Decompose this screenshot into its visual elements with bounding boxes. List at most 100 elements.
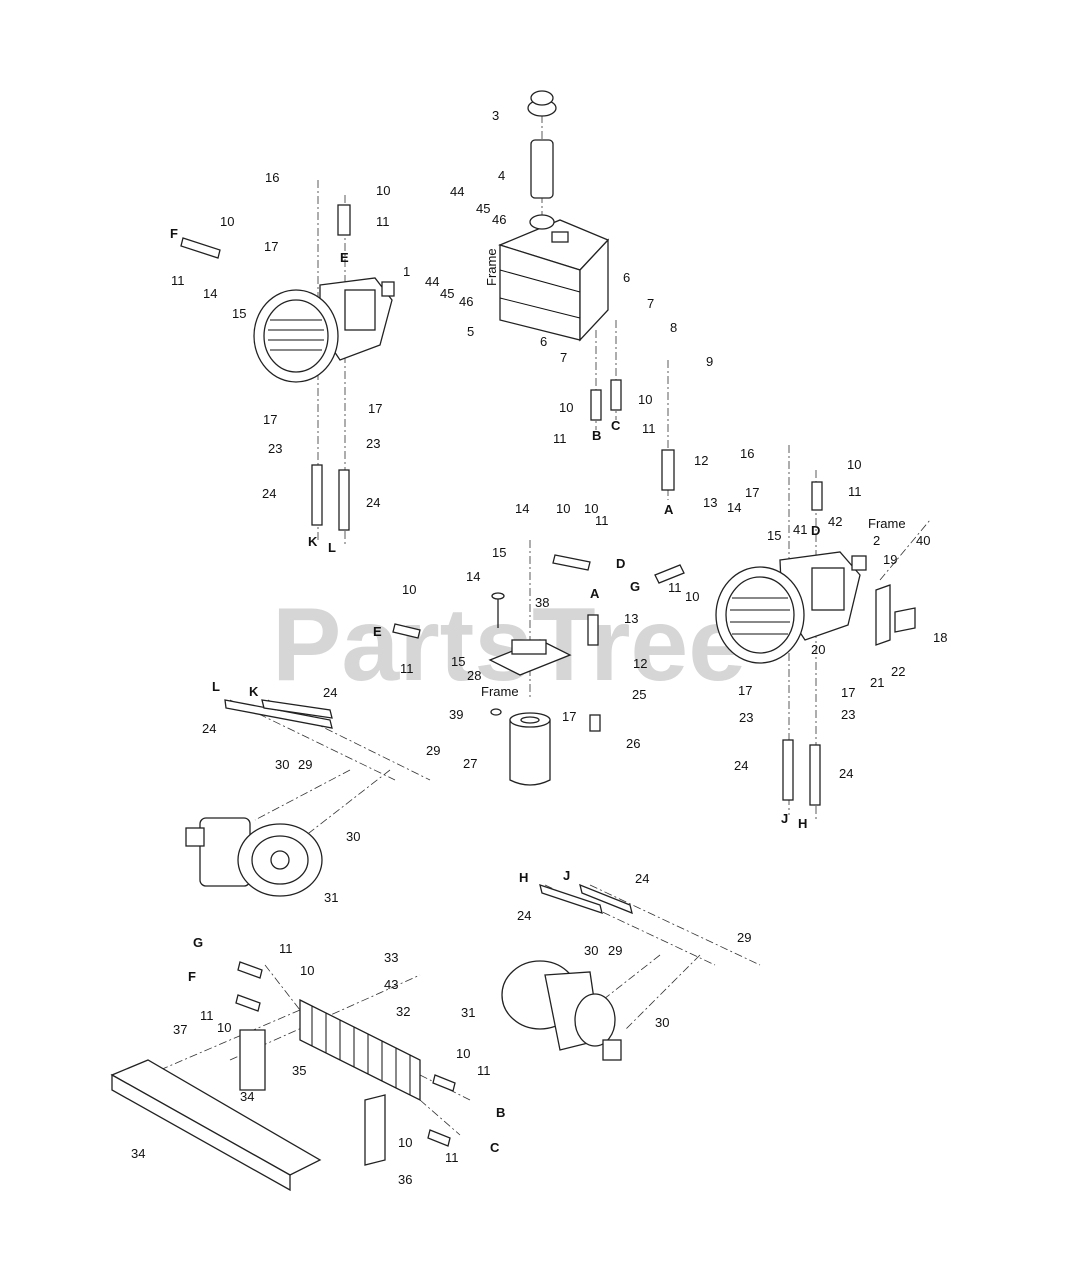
part-number-label: 42 <box>828 514 842 529</box>
part-number-label: 29 <box>426 743 440 758</box>
part-number-label: 37 <box>173 1022 187 1037</box>
cooler-bracket-35 <box>239 1029 266 1091</box>
cooler-bracket-36 <box>364 1094 386 1166</box>
connection-letter: F <box>188 969 196 984</box>
part-number-label: 30 <box>584 943 598 958</box>
part-number-label: 11 <box>400 661 414 676</box>
connection-letter: K <box>249 684 259 699</box>
part-number-label: 31 <box>461 1005 475 1020</box>
part-number-label: 11 <box>477 1063 491 1078</box>
part-number-label: 2 <box>873 533 880 548</box>
part-number-label: 9 <box>706 354 713 369</box>
part-number-label: 24 <box>839 766 853 781</box>
part-number-label: 11 <box>595 513 609 528</box>
part-number-label: 11 <box>376 214 390 229</box>
part-number-label: 32 <box>396 1004 410 1019</box>
cooler-guard <box>110 1059 322 1192</box>
part-number-label: 10 <box>398 1135 412 1150</box>
right-hydro-pump <box>715 551 867 664</box>
part-number-label: 17 <box>264 239 278 254</box>
connection-letter: J <box>781 811 788 826</box>
part-number-label: 40 <box>916 533 930 548</box>
connection-letter: G <box>630 579 640 594</box>
part-number-label: 25 <box>632 687 646 702</box>
part-number-label: 43 <box>384 977 398 992</box>
part-number-label: 11 <box>171 273 185 288</box>
connection-letter: B <box>592 428 601 443</box>
nut <box>490 708 502 716</box>
part-number-label: 23 <box>268 441 282 456</box>
part-number-label: 10 <box>220 214 234 229</box>
part-number-label: 34 <box>240 1089 254 1104</box>
part-number-label: 39 <box>449 707 463 722</box>
part-number-label: 15 <box>492 545 506 560</box>
connection-letter: J <box>563 868 570 883</box>
connection-letter: A <box>590 586 600 601</box>
part-number-label: 3 <box>492 108 499 123</box>
bracket <box>875 584 891 646</box>
connection-letter: E <box>373 624 382 639</box>
part-number-label: 15 <box>451 654 465 669</box>
bracket-plate <box>894 607 916 633</box>
part-number-label: 31 <box>324 890 338 905</box>
part-number-label: 17 <box>738 683 752 698</box>
part-number-label: 23 <box>841 707 855 722</box>
frame-label: Frame <box>868 516 906 531</box>
part-number-label: 46 <box>492 212 506 227</box>
reservoir-cap <box>527 90 557 117</box>
bolt-head <box>491 592 505 600</box>
part-number-label: 17 <box>368 401 382 416</box>
frame-label: Frame <box>481 684 519 699</box>
part-number-label: 24 <box>517 908 531 923</box>
hydraulic-filter <box>488 639 572 786</box>
part-number-label: 10 <box>847 457 861 472</box>
part-number-label: 5 <box>467 324 474 339</box>
part-number-label: 44 <box>450 184 464 199</box>
part-number-label: 16 <box>265 170 279 185</box>
connection-letter: A <box>664 502 674 517</box>
part-number-label: 4 <box>498 168 505 183</box>
part-number-label: 28 <box>467 668 481 683</box>
part-number-label: 24 <box>734 758 748 773</box>
part-number-label: 24 <box>366 495 380 510</box>
part-number-label: 10 <box>685 589 699 604</box>
part-number-label: 7 <box>647 296 654 311</box>
part-number-label: 10 <box>456 1046 470 1061</box>
part-number-label: 14 <box>727 500 741 515</box>
part-number-label: 14 <box>515 501 529 516</box>
part-number-label: 41 <box>793 522 807 537</box>
part-number-label: 10 <box>402 582 416 597</box>
part-number-label: 12 <box>694 453 708 468</box>
connection-letter: D <box>616 556 625 571</box>
part-number-label: 10 <box>638 392 652 407</box>
connection-letter: H <box>798 816 807 831</box>
part-number-label: 10 <box>376 183 390 198</box>
watermark: PartsTree <box>272 587 746 703</box>
left-hydro-pump <box>253 277 395 383</box>
part-number-label: 45 <box>440 286 454 301</box>
part-number-label: 45 <box>476 201 490 216</box>
connection-letter: E <box>340 250 349 265</box>
hoses <box>180 204 823 1147</box>
part-number-label: 24 <box>323 685 337 700</box>
part-number-label: 11 <box>553 431 567 446</box>
part-number-label: 26 <box>626 736 640 751</box>
part-number-label: 20 <box>811 642 825 657</box>
oil-cooler <box>299 998 421 1102</box>
part-number-label: 24 <box>202 721 216 736</box>
part-number-label: 24 <box>635 871 649 886</box>
part-number-label: 10 <box>584 501 598 516</box>
part-number-label: 10 <box>556 501 570 516</box>
part-number-label: 11 <box>200 1008 214 1023</box>
part-number-label: 44 <box>425 274 439 289</box>
part-number-label: 34 <box>131 1146 145 1161</box>
part-number-label: 12 <box>633 656 647 671</box>
part-number-label: 15 <box>232 306 246 321</box>
part-number-label: 10 <box>559 400 573 415</box>
part-number-label: 29 <box>608 943 622 958</box>
connection-letter: H <box>519 870 528 885</box>
part-number-label: 30 <box>655 1015 669 1030</box>
part-number-label: 22 <box>891 664 905 679</box>
part-number-label: 17 <box>562 709 576 724</box>
